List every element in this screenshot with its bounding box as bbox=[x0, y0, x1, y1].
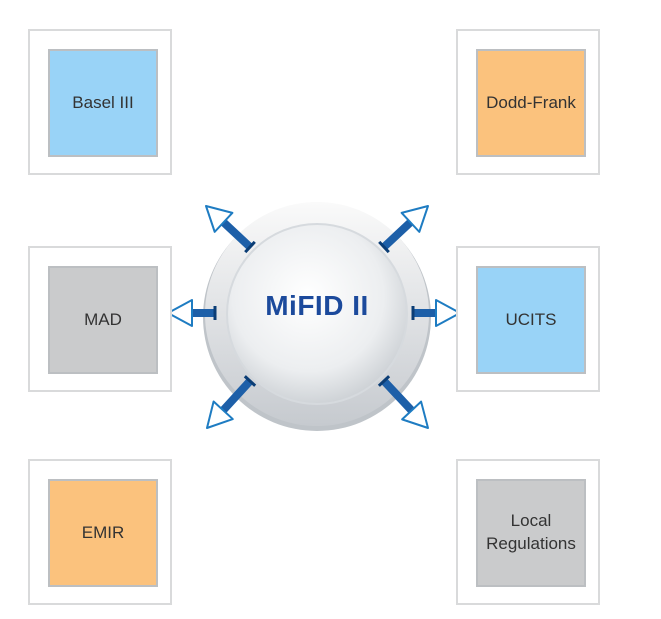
arrow-to-emir bbox=[206, 375, 257, 429]
arrow-to-mad bbox=[167, 299, 217, 327]
box-emir: EMIR bbox=[28, 459, 172, 605]
arrow-to-local-regulations bbox=[377, 375, 429, 429]
box-local-regulations-label: Local Regulations bbox=[476, 479, 586, 587]
arrow-to-dodd-frank bbox=[378, 205, 429, 254]
box-basel-iii: Basel III bbox=[28, 29, 172, 175]
box-local-regulations: Local Regulations bbox=[456, 459, 600, 605]
hub-label: MiFID II bbox=[265, 290, 369, 321]
box-ucits-label: UCITS bbox=[476, 266, 586, 374]
box-mad-label: MAD bbox=[48, 266, 158, 374]
box-basel-iii-label: Basel III bbox=[48, 49, 158, 157]
arrow-to-basel-iii bbox=[205, 205, 256, 254]
box-dodd-frank-label: Dodd-Frank bbox=[476, 49, 586, 157]
arrow-to-ucits bbox=[411, 299, 461, 327]
box-dodd-frank: Dodd-Frank bbox=[456, 29, 600, 175]
box-mad: MAD bbox=[28, 246, 172, 392]
hub-disc bbox=[203, 202, 431, 431]
box-ucits: UCITS bbox=[456, 246, 600, 392]
box-emir-label: EMIR bbox=[48, 479, 158, 587]
